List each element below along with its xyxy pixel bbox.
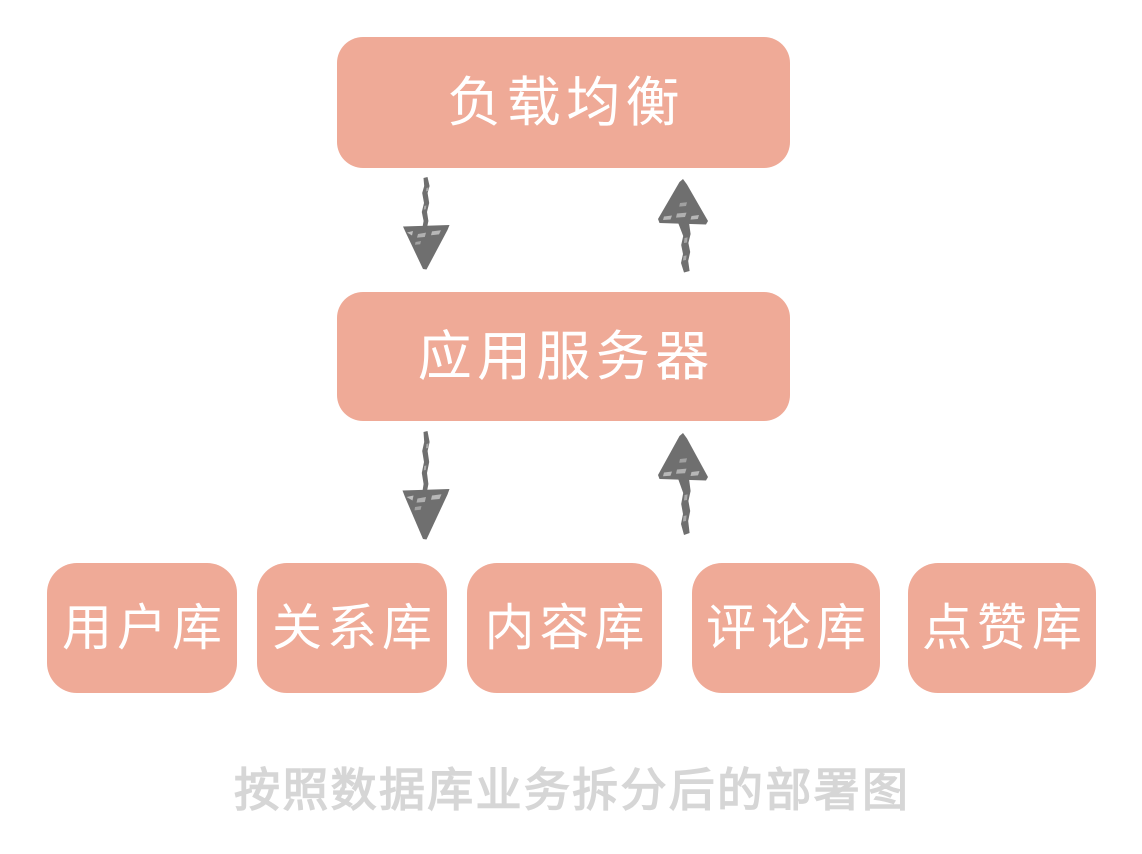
node-load-balancer[interactable]: 负载均衡: [337, 37, 790, 168]
arrow-down-icon-lb-to-app: [396, 176, 456, 272]
node-db-relation-label: 关系库: [272, 599, 437, 657]
node-db-content[interactable]: 内容库: [467, 563, 662, 693]
node-app-server-label: 应用服务器: [417, 324, 715, 388]
diagram-caption: 按照数据库业务拆分后的部署图: [234, 763, 911, 817]
node-db-user-label: 用户库: [62, 599, 227, 657]
arrow-up-icon-app-to-lb: [650, 176, 716, 276]
node-db-content-label: 内容库: [484, 599, 650, 657]
node-db-comment-label: 评论库: [706, 599, 871, 657]
node-db-user[interactable]: 用户库: [47, 563, 237, 693]
node-db-like[interactable]: 点赞库: [908, 563, 1096, 693]
node-db-like-label: 点赞库: [922, 599, 1087, 657]
node-db-relation[interactable]: 关系库: [257, 563, 447, 693]
node-load-balancer-label: 负载均衡: [447, 70, 685, 134]
node-db-comment[interactable]: 评论库: [692, 563, 880, 693]
arrow-down-icon-app-to-db: [396, 430, 456, 542]
node-app-server[interactable]: 应用服务器: [337, 292, 790, 421]
arrow-up-icon-db-to-app: [650, 430, 716, 542]
